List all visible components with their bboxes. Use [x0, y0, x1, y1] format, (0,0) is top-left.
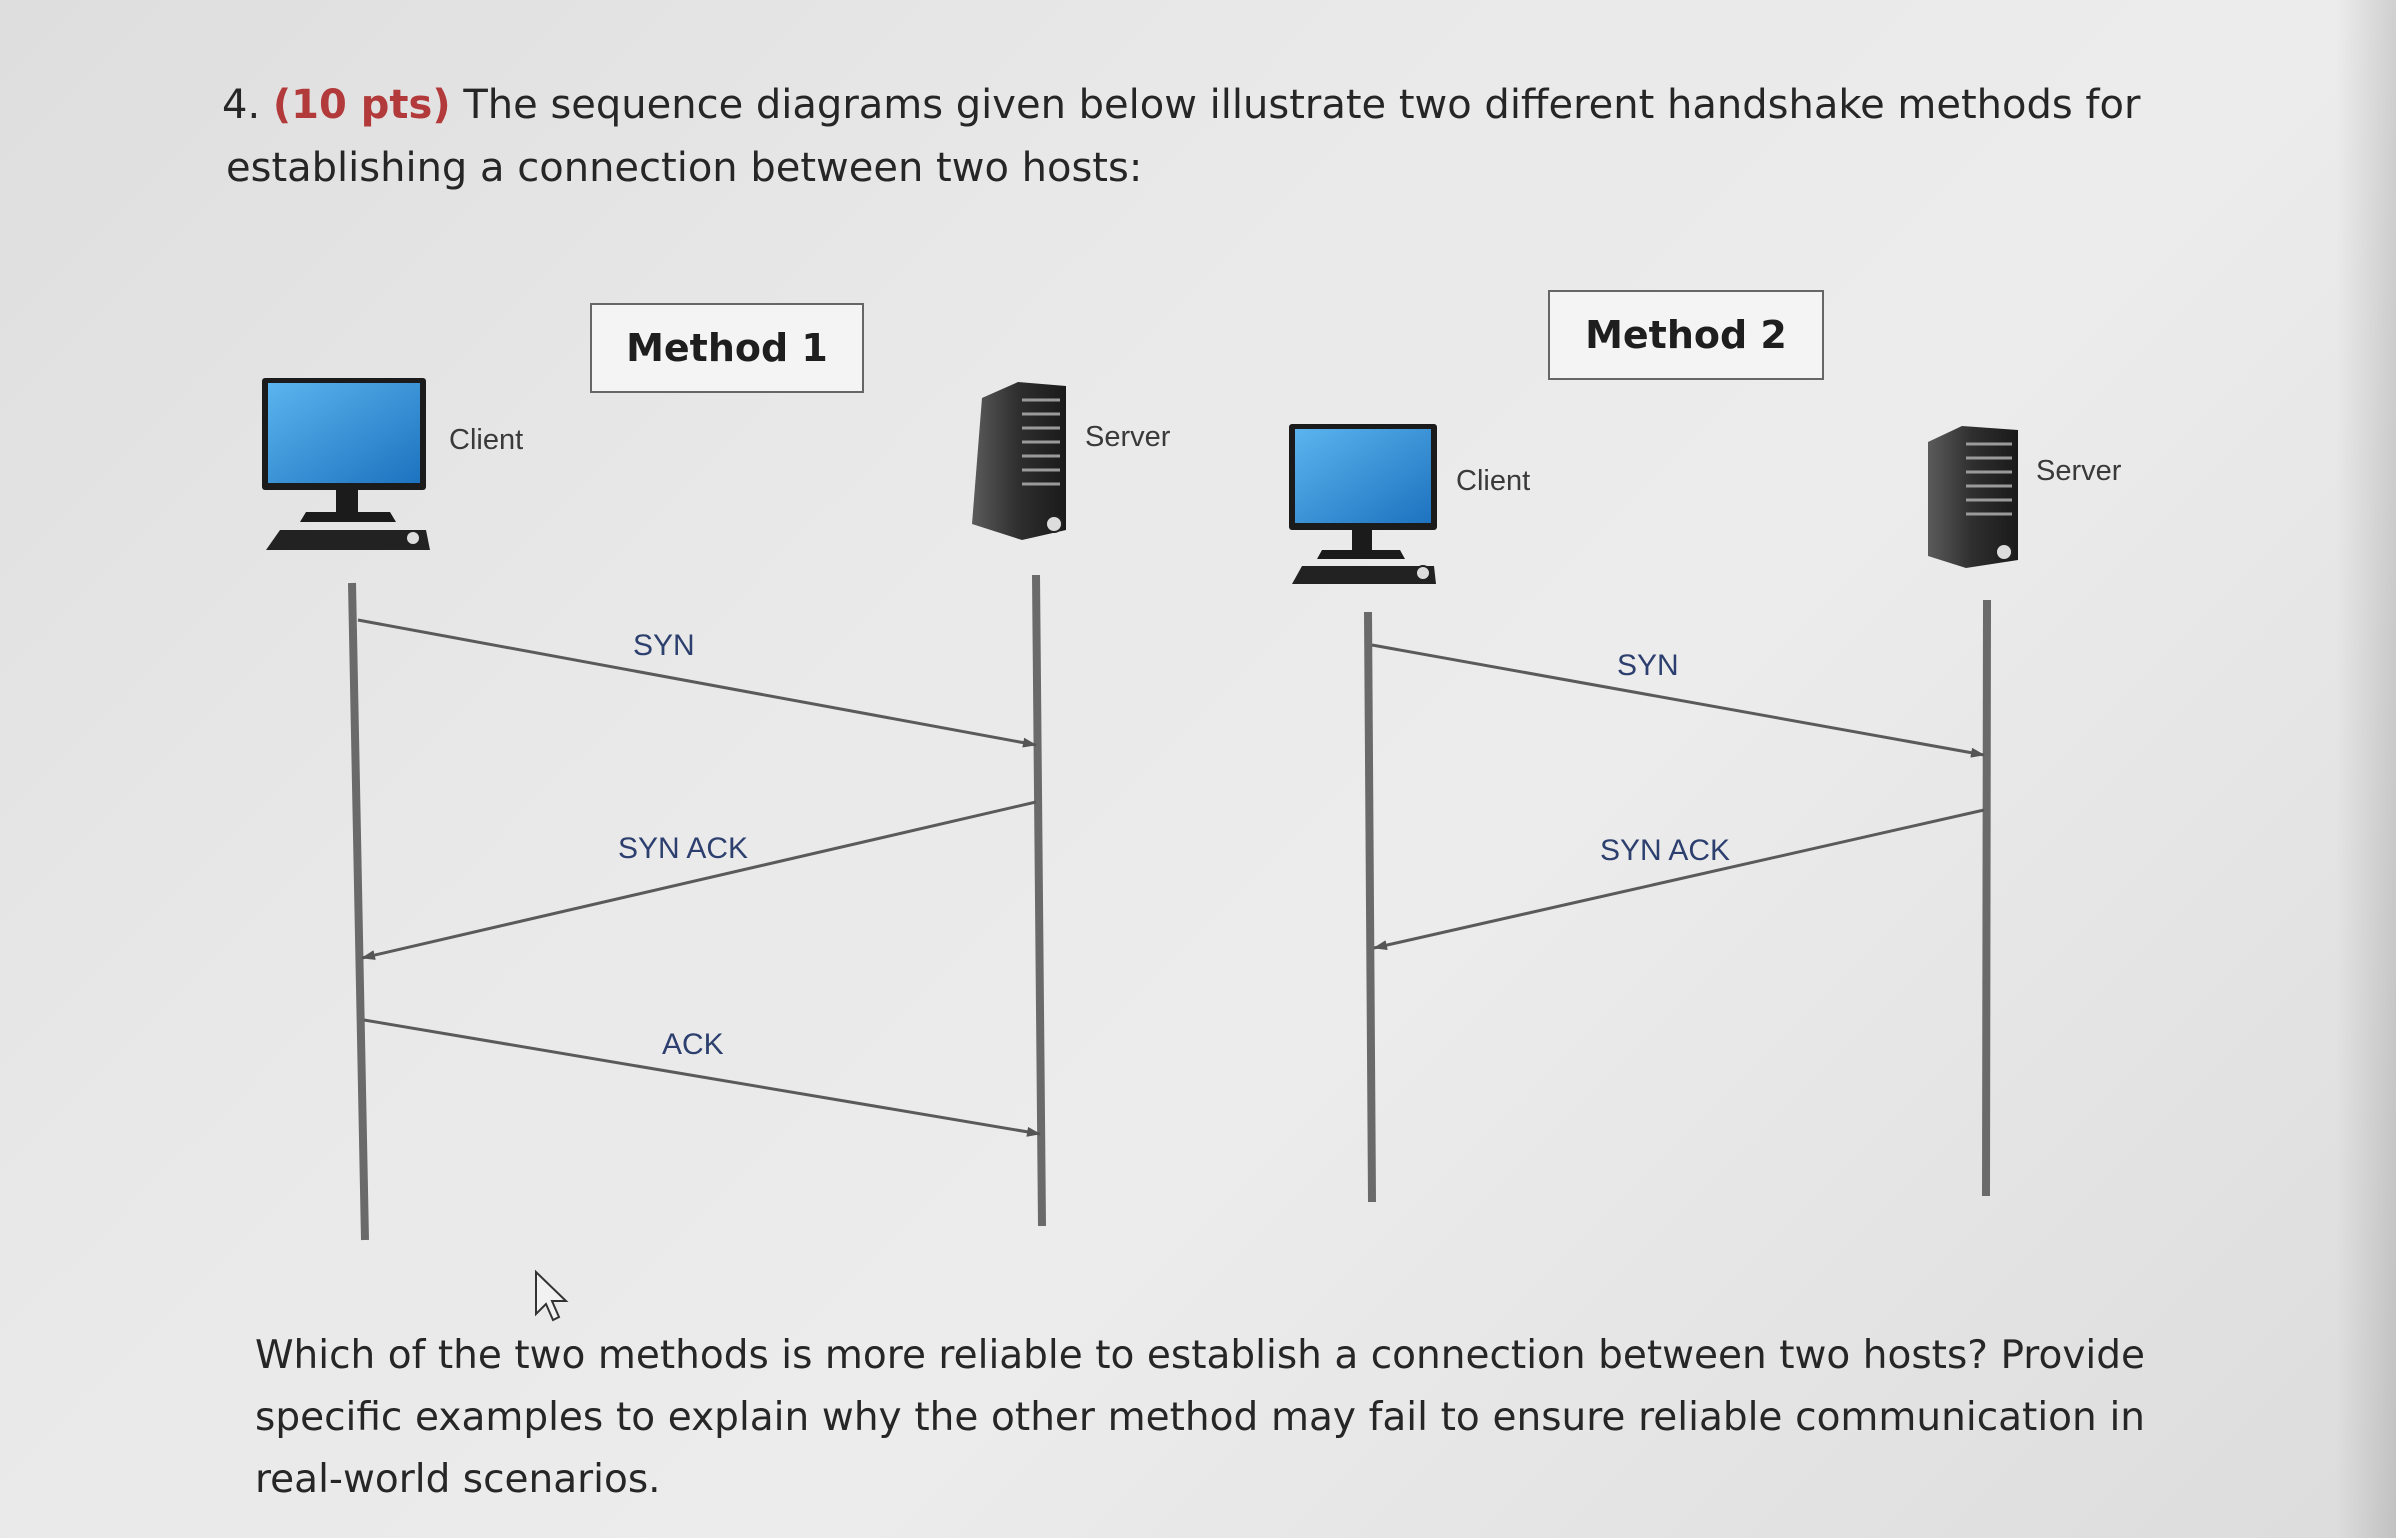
method1-msg-synack: SYN ACK [618, 832, 748, 865]
question-line-1: 4. (10 pts) The sequence diagrams given … [222, 75, 2140, 135]
server-icon [972, 382, 1066, 540]
method2-server-label: Server [2036, 455, 2122, 487]
method2-client-lifeline [1364, 611, 1376, 1203]
method2-server-lifeline [1982, 599, 1991, 1197]
monitor-icon [262, 378, 430, 550]
method2-syn-arrow [1371, 643, 1985, 758]
method1-server-lifeline [1032, 574, 1046, 1227]
question-prompt: Which of the two methods is more reliabl… [255, 1333, 2145, 1502]
method1-client-label: Client [449, 424, 523, 456]
method1-msg-syn: SYN [633, 629, 695, 662]
page-edge-shadow [2336, 0, 2396, 1538]
method2-synack-arrow [1373, 808, 1985, 951]
method2-title: Method 2 [1548, 290, 1824, 380]
question-text-1: The sequence diagrams given below illust… [463, 82, 2141, 128]
method1-msg-ack: ACK [662, 1028, 724, 1061]
question-points: (10 pts) [272, 82, 451, 128]
question-number: 4. [222, 82, 261, 128]
method1-ack-arrow [363, 1018, 1041, 1137]
method2-client-label: Client [1456, 465, 1530, 497]
method1-title: Method 1 [590, 303, 864, 393]
monitor-icon [1289, 424, 1437, 584]
method1-synack-arrow [361, 800, 1037, 960]
cursor-icon [535, 1269, 569, 1322]
method2-msg-synack: SYN ACK [1600, 834, 1730, 867]
question-text-2: establishing a connection between two ho… [226, 145, 1143, 191]
question-line-2: establishing a connection between two ho… [226, 138, 1142, 198]
method1-client-lifeline [348, 582, 369, 1241]
server-icon [1928, 426, 2018, 568]
method1-server-label: Server [1085, 421, 1171, 453]
method2-msg-syn: SYN [1617, 649, 1679, 682]
method1-syn-arrow [357, 618, 1037, 748]
